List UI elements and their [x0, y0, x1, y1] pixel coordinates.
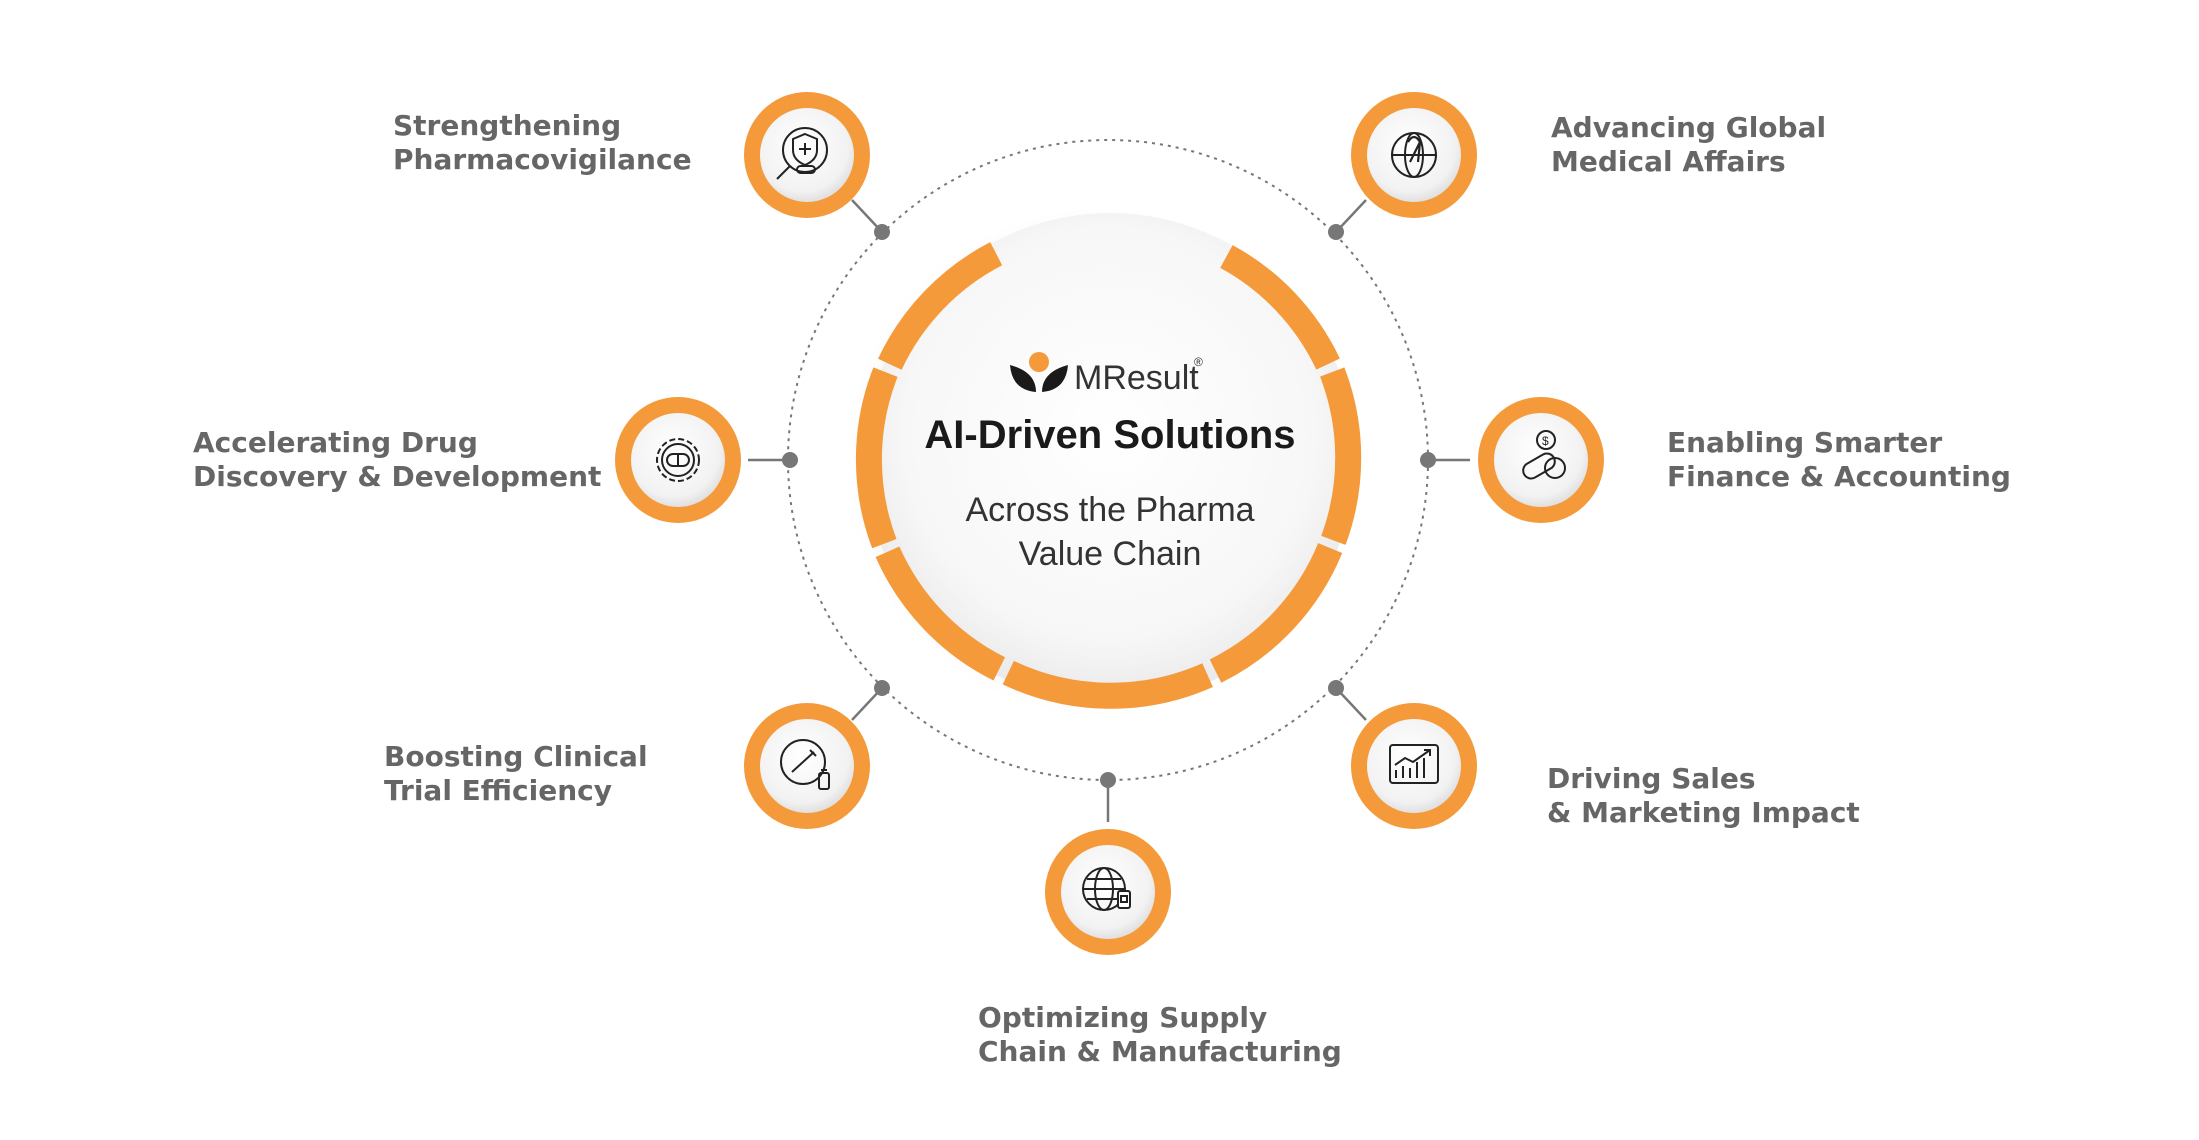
label-line: Medical Affairs: [1551, 145, 1786, 178]
label-supply-chain: Optimizing Supply Chain & Manufacturing: [978, 1001, 1342, 1069]
connector-dot-sales-marketing: [1328, 680, 1344, 696]
label-line: Chain & Manufacturing: [978, 1035, 1342, 1068]
node-medical-affairs: [1351, 92, 1477, 218]
globe-bottle-icon: [1082, 867, 1131, 911]
growth-chart-icon: [1389, 744, 1439, 784]
label-line: Finance & Accounting: [1667, 460, 2011, 493]
shield-magnifier-icon: [776, 127, 828, 180]
connectors: [748, 199, 1470, 822]
label-line: Boosting Clinical: [384, 740, 648, 773]
connector-dot-supply-chain: [1100, 772, 1116, 788]
connector-dot-medical-affairs: [1328, 224, 1344, 240]
label-sales-marketing: Driving Sales & Marketing Impact: [1547, 762, 1860, 830]
label-line: Advancing Global: [1551, 111, 1827, 144]
brand-logo-icon: [1010, 352, 1068, 392]
globe-ribbon-icon: [1391, 132, 1437, 178]
label-line: Discovery & Development: [193, 460, 602, 493]
label-line: Enabling Smarter: [1667, 426, 1943, 459]
center-subtitle-line2: Value Chain: [1019, 535, 1202, 573]
brand-registered-mark: ®: [1194, 355, 1203, 369]
center-title: AI-Driven Solutions: [924, 413, 1295, 457]
clock-syringe-icon: [780, 739, 830, 790]
node-supply-chain: [1045, 829, 1171, 955]
label-medical-affairs: Advancing Global Medical Affairs: [1551, 111, 1826, 179]
label-line: Pharmacovigilance: [393, 143, 692, 176]
connector-dot-finance: [1420, 452, 1436, 468]
connector-dot-drug-discovery: [782, 452, 798, 468]
label-drug-discovery: Accelerating Drug Discovery & Developmen…: [193, 426, 601, 494]
svg-text:$: $: [1542, 434, 1549, 448]
center-subtitle-line1: Across the Pharma: [965, 491, 1254, 529]
node-pharmacovigilance: [744, 92, 870, 218]
label-finance: Enabling Smarter Finance & Accounting: [1667, 426, 2011, 494]
node-clinical-trial: [744, 703, 870, 829]
label-pharmacovigilance: Strengthening Pharmacovigilance: [393, 109, 692, 177]
label-line: Strengthening: [393, 109, 622, 142]
node-sales-marketing: [1351, 703, 1477, 829]
label-line: Driving Sales: [1547, 762, 1756, 795]
gear-pill-icon: [656, 438, 700, 482]
label-line: Trial Efficiency: [384, 774, 612, 807]
connector-dot-clinical-trial: [874, 680, 890, 696]
label-line: & Marketing Impact: [1547, 796, 1860, 829]
node-drug-discovery: [615, 397, 741, 523]
center-hub: MResult ® AI-Driven Solutions Across the…: [842, 204, 1362, 720]
connector-dot-pharmacovigilance: [874, 224, 890, 240]
label-clinical-trial: Boosting Clinical Trial Efficiency: [384, 740, 648, 808]
brand-name: MResult: [1074, 359, 1199, 397]
node-finance: $: [1478, 397, 1604, 523]
center-arc-segments: [855, 242, 1362, 709]
coin-pill-icon: $: [1522, 430, 1566, 480]
label-line: Optimizing Supply: [978, 1001, 1268, 1034]
label-line: Accelerating Drug: [193, 426, 478, 459]
